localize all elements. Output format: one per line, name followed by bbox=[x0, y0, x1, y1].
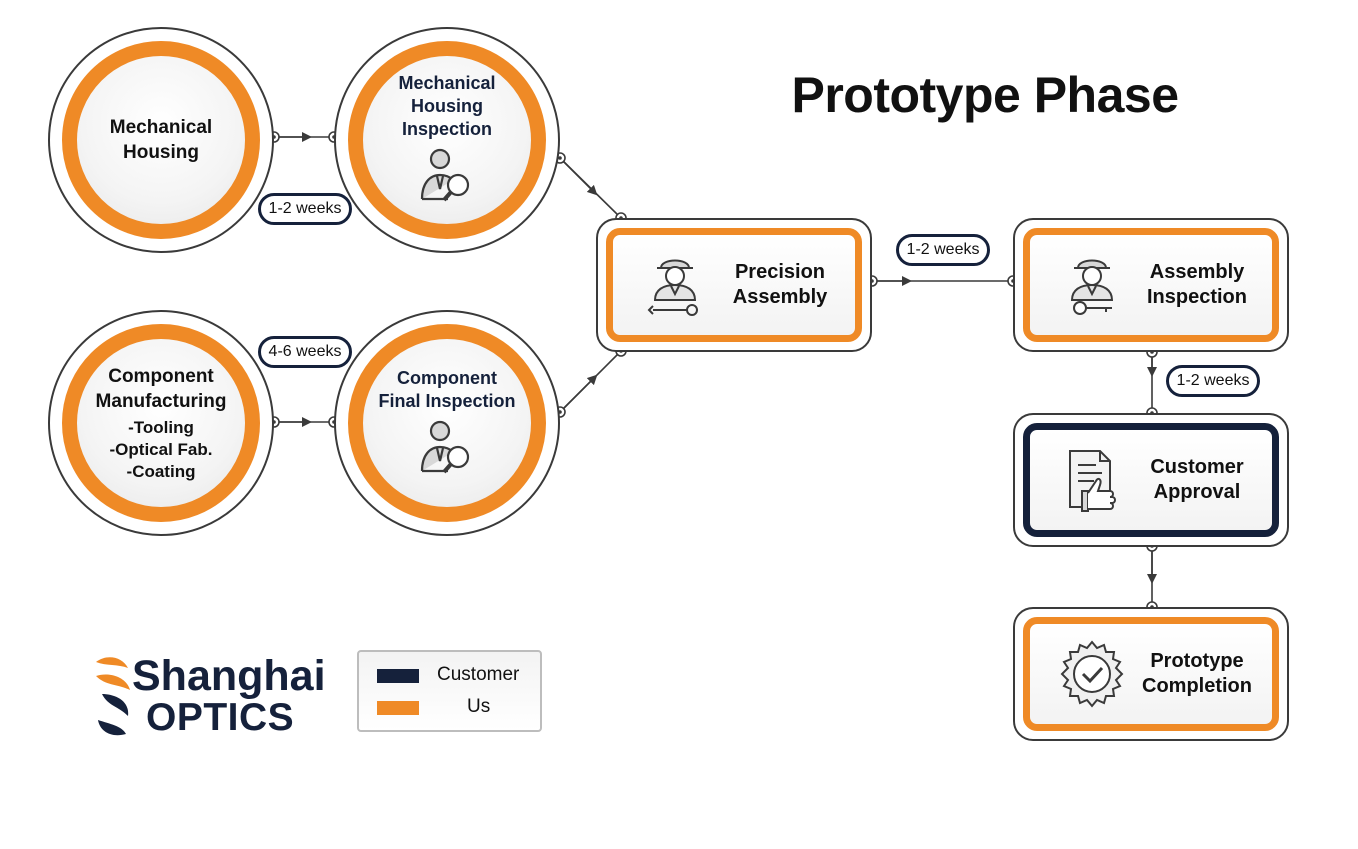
logo-text-optics: OPTICS bbox=[146, 696, 295, 739]
inspector-magnifier-icon bbox=[418, 419, 476, 480]
engineer-wrench-icon bbox=[635, 252, 715, 318]
duration-badge-assembly: 1-2 weeks bbox=[896, 234, 990, 266]
node-title: Mechanical Housing Inspection bbox=[398, 73, 496, 139]
node-title: Component Final Inspection bbox=[378, 367, 516, 411]
duration-badge-inspection: 1-2 weeks bbox=[1166, 365, 1260, 397]
legend-item-customer bbox=[377, 664, 419, 688]
node-component-manufacturing: Component Manufacturing -Tooling -Optica… bbox=[48, 310, 274, 536]
legend: Customer Us bbox=[357, 650, 542, 732]
legend-swatch-us bbox=[377, 701, 419, 715]
document-thumbs-up-icon bbox=[1052, 447, 1132, 513]
node-mechanical-housing: Mechanical Housing bbox=[48, 27, 274, 253]
node-customer-approval: Customer Approval bbox=[1013, 413, 1289, 547]
engineer-key-icon bbox=[1052, 252, 1132, 318]
page-title: Prototype Phase bbox=[791, 67, 1179, 123]
node-component-final-inspection: Component Final Inspection bbox=[334, 310, 560, 536]
inspector-magnifier-icon bbox=[418, 147, 476, 208]
node-title: Customer Approval bbox=[1150, 456, 1244, 503]
node-assembly-inspection: Assembly Inspection bbox=[1013, 218, 1289, 352]
legend-label-us: Us bbox=[467, 696, 491, 717]
legend-swatch-customer bbox=[377, 669, 419, 683]
node-details: -Tooling -Optical Fab. -Coating bbox=[109, 417, 213, 481]
node-title: Prototype Completion bbox=[1142, 650, 1252, 697]
node-prototype-completion: Prototype Completion bbox=[1013, 607, 1289, 741]
duration-badge-manufacturing: 4-6 weeks bbox=[258, 336, 352, 368]
node-mechanical-housing-inspection: Mechanical Housing Inspection bbox=[334, 27, 560, 253]
node-precision-assembly: Precision Assembly bbox=[596, 218, 872, 352]
logo-mark-icon bbox=[96, 657, 130, 736]
legend-item-us bbox=[377, 696, 419, 720]
node-title: Precision Assembly bbox=[732, 261, 828, 308]
duration-badge-housing: 1-2 weeks bbox=[258, 193, 352, 225]
badge-check-icon bbox=[1052, 640, 1132, 708]
logo-text-shanghai: Shanghai bbox=[132, 652, 326, 700]
node-title: Assembly Inspection bbox=[1146, 261, 1247, 308]
shanghai-optics-logo: Shanghai OPTICS bbox=[92, 652, 332, 742]
legend-label-customer: Customer bbox=[437, 664, 520, 685]
node-title: Mechanical Housing bbox=[109, 117, 213, 163]
node-title: Component Manufacturing bbox=[95, 365, 227, 412]
